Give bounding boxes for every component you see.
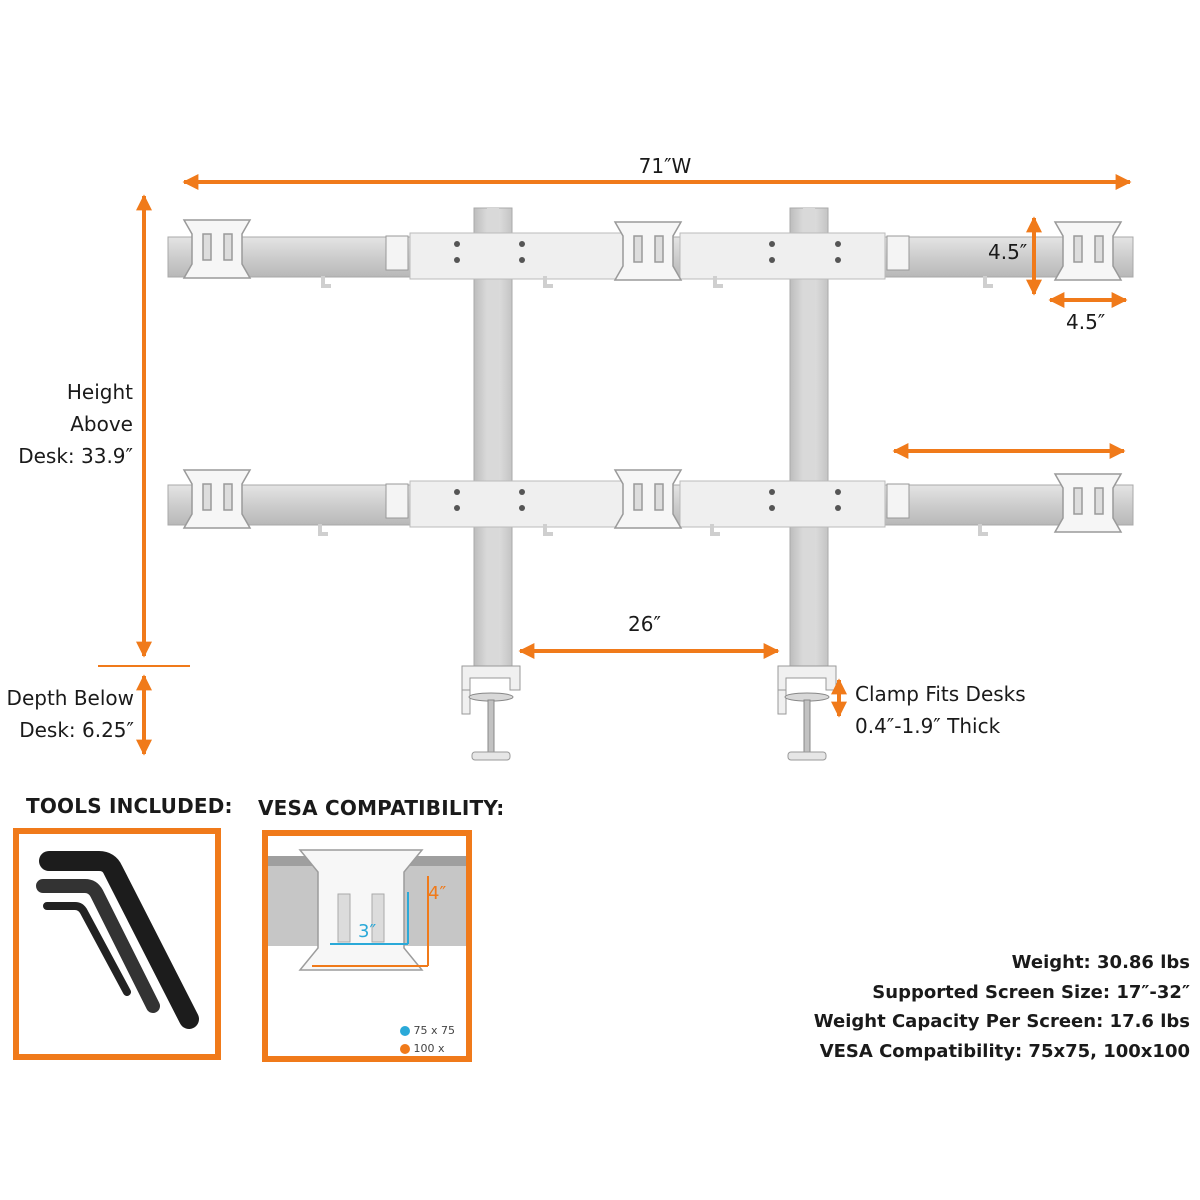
height-above-label: Height Above Desk: 33.9″ [0,376,133,472]
vesa-4in-label: 4″ [428,883,447,904]
vesa-plates [182,219,1123,533]
monitor-mount-diagram [98,174,1134,761]
depth-below-line2: Desk: 6.25″ [19,718,134,742]
vesa-plate-top-right [1053,221,1123,281]
tools-heading: TOOLS INCLUDED: [26,794,233,818]
width-label: 71″W [638,154,692,178]
vesa-75-swatch [400,1026,410,1036]
clamp-line1: Clamp Fits Desks [855,682,1026,706]
spec-weight: Weight: 30.86 lbs [1011,952,1190,973]
spec-weight-capacity: Weight Capacity Per Screen: 17.6 lbs [813,1011,1190,1032]
depth-below-line1: Depth Below [6,686,134,710]
right-clamp [777,665,837,761]
left-clamp [461,665,521,761]
spec-screen-size: Supported Screen Size: 17″-32″ [872,981,1190,1003]
hex-key-small [43,902,131,996]
vesa-3in-label: 3″ [358,921,377,942]
plate-width-label: 4.5″ [1066,310,1106,334]
specs-list: Weight: 30.86 lbs Supported Screen Size:… [814,948,1190,1066]
tools-box [13,828,221,1060]
left-pole [473,207,513,679]
vesa-100-swatch [400,1044,410,1054]
depth-below-label: Depth Below Desk: 6.25″ [0,682,134,746]
height-above-line2: Desk: 33.9″ [18,444,133,468]
vesa-box: 4″ 3″ 75 x 75 100 x 100 [262,830,472,1062]
vesa-heading: VESA COMPATIBILITY: [258,796,505,820]
clamp-line2: 0.4″-1.9″ Thick [855,714,1001,738]
spec-vesa: VESA Compatibility: 75x75, 100x100 [819,1040,1190,1062]
vesa-legend-75: 75 x 75 [400,1024,455,1037]
clamp-label: Clamp Fits Desks 0.4″-1.9″ Thick [855,678,1026,742]
vesa-plate-bottom-right [1053,473,1123,533]
vesa-plate-bottom-center [613,469,683,529]
plate-height-label: 4.5″ [988,240,1028,264]
hex-keys-image [36,851,199,1029]
vesa-legend-100: 100 x 100 [400,1042,466,1062]
vesa-plate-bottom-left [182,469,252,529]
vesa-75-text: 75 x 75 [413,1024,456,1037]
height-above-line1: Height Above [66,380,133,436]
dimension-arrows [98,174,1132,756]
vesa-plate-top-center [613,221,683,281]
vesa-plate-closeup [268,849,466,971]
vesa-plate-top-left [182,219,252,279]
hex-key-large [39,851,199,1029]
hex-key-medium [36,879,160,1013]
vesa-100-text: 100 x 100 [400,1042,445,1062]
pole-spacing-label: 26″ [628,612,661,636]
